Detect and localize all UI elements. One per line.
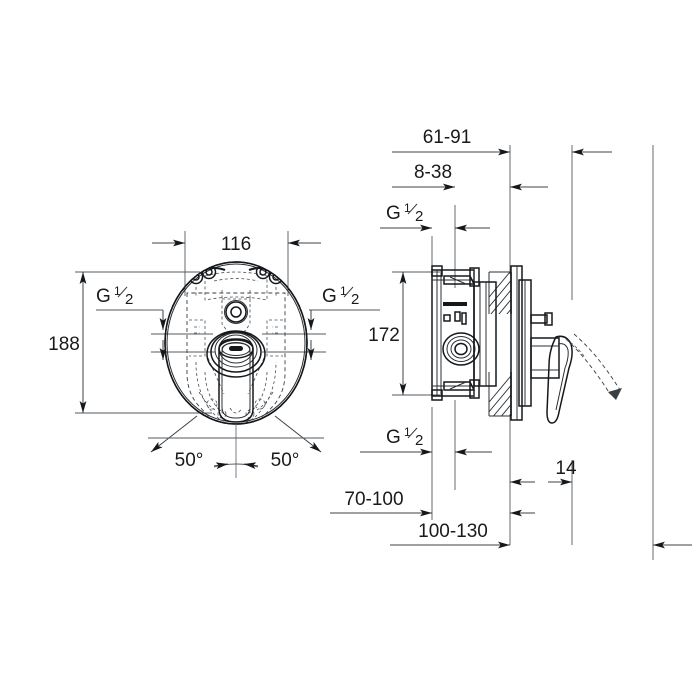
side-section-body <box>431 265 622 424</box>
dimension-70-100-label: 70-100 <box>344 489 403 510</box>
dimension-angle-group: 50° 50° <box>148 415 324 478</box>
dimension-188: 188 <box>48 272 87 413</box>
dimension-100-130-label: 100-130 <box>418 521 488 542</box>
dimension-8-38: 8-38 <box>392 162 548 191</box>
thread-label-side-lower-numerator: 1 <box>404 425 411 439</box>
dimension-angle-left-label: 50° <box>175 450 204 471</box>
dimension-61-91: 61-91 <box>392 127 612 156</box>
wall-hatch-bottom <box>489 375 511 416</box>
dimension-100-130: 100-130 <box>390 521 692 549</box>
dimension-70-100: 70-100 <box>330 489 535 517</box>
dimension-172-label: 172 <box>368 325 400 346</box>
thread-label-front-right-denominator: 2 <box>351 291 359 308</box>
thread-label-front-right-numerator: 1 <box>340 284 347 298</box>
thread-label-side-lower-letter: G <box>386 427 401 448</box>
wall-hatch-top <box>489 272 511 314</box>
dimension-61-91-label: 61-91 <box>423 127 472 148</box>
thread-label-front-left-denominator: 2 <box>125 291 133 308</box>
thread-label-side-lower: G 1 2 <box>360 425 492 456</box>
thread-label-front-right-letter: G <box>322 286 337 307</box>
side-view-group: 61-91 8-38 G 1 2 172 <box>330 127 692 560</box>
thread-label-front-right: G 1 2 <box>307 284 359 360</box>
thread-label-front-left-letter: G <box>96 286 111 307</box>
thread-label-side-upper: G 1 2 <box>380 201 490 232</box>
dimension-116-label: 116 <box>221 234 251 255</box>
thread-label-side-lower-denominator: 2 <box>415 432 423 449</box>
thread-label-side-upper-letter: G <box>386 203 401 224</box>
thread-label-side-upper-denominator: 2 <box>415 208 423 225</box>
dimension-14-label: 14 <box>555 458 577 479</box>
thread-label-front-left: G 1 2 <box>96 284 167 360</box>
thread-label-side-upper-numerator: 1 <box>404 201 411 215</box>
front-view-group: 116 188 G 1 2 G 1 2 <box>48 231 380 478</box>
dimension-14: 14 <box>510 458 577 486</box>
dimension-188-label: 188 <box>48 334 80 355</box>
lever-swing-dashed <box>565 333 622 400</box>
dimension-172: 172 <box>368 272 407 395</box>
dimension-angle-right-label: 50° <box>271 450 300 471</box>
thread-label-front-left-numerator: 1 <box>114 284 121 298</box>
dimension-8-38-label: 8-38 <box>414 162 452 183</box>
dimension-116: 116 <box>152 234 321 255</box>
